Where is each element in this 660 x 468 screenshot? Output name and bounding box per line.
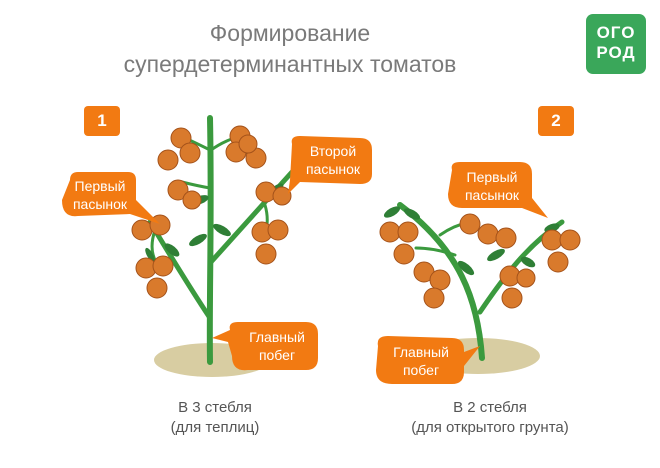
title-line-1: Формирование — [209, 20, 371, 46]
tomato — [547, 251, 569, 273]
tomato — [397, 221, 419, 243]
panel-1-caption: В 3 стебля (для теплиц) — [170, 399, 260, 436]
tomato — [501, 287, 523, 309]
panel-1-number-badge: 1 — [84, 106, 120, 136]
tomato — [157, 149, 179, 171]
tomato — [559, 229, 581, 251]
tomato — [423, 287, 445, 309]
tomato — [179, 142, 201, 164]
plant-2-main-stem — [397, 202, 485, 361]
tomato — [379, 221, 401, 243]
tomato — [146, 277, 168, 299]
tomato — [393, 243, 415, 265]
plant-2-tomatoes — [379, 213, 581, 309]
panel-2-caption: В 2 стебля (для открытого грунта) — [411, 399, 569, 436]
callout-2-first-stepson: Первый пасынок — [464, 169, 520, 203]
callout-bubble-2-first — [448, 162, 548, 218]
callout-bubble-1-main — [212, 322, 318, 371]
callout-1-main-shoot: Главный побег — [249, 329, 305, 363]
callout-bubble-1-first — [62, 172, 160, 224]
tomato — [477, 223, 499, 245]
callout-bubble-1-second — [288, 136, 372, 194]
tomato — [495, 227, 517, 249]
tomato — [541, 229, 563, 251]
ogorod-logo[interactable]: ОГО РОД — [586, 14, 646, 74]
tomato — [152, 255, 174, 277]
plant-1-main-stem — [206, 115, 214, 365]
tomato — [131, 219, 153, 241]
tomato — [238, 134, 258, 154]
tomato — [167, 179, 189, 201]
plant-1-second-stepson — [208, 169, 295, 265]
tomato — [267, 219, 289, 241]
tomato — [429, 269, 451, 291]
callout-1-second-stepson: Второй пасынок — [305, 143, 361, 177]
panel-2-number-badge: 2 — [538, 106, 574, 136]
tomato — [182, 190, 202, 210]
title-line-2: супердетерминантных томатов — [123, 51, 457, 77]
tomato — [255, 243, 277, 265]
callout-bubble-2-main — [376, 336, 480, 384]
logo-text-bottom: РОД — [596, 43, 636, 62]
callout-2-main-shoot: Главный побег — [393, 344, 449, 378]
plant-2-leaves — [383, 206, 560, 276]
tomato — [459, 213, 481, 235]
callout-1-first-stepson: Первый пасынок — [72, 178, 128, 212]
plant-1-tomatoes — [131, 125, 292, 299]
tomato — [516, 268, 536, 288]
logo-text-top: ОГО — [596, 23, 636, 42]
tomato — [272, 186, 292, 206]
